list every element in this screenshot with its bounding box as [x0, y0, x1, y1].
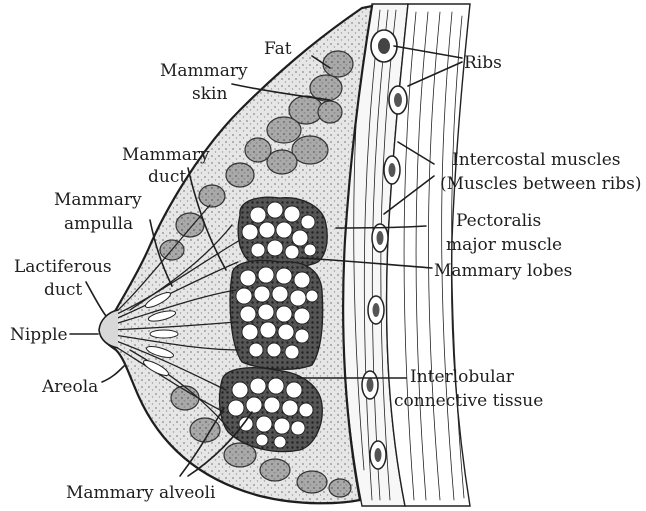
label-mammary-duct-line2: duct — [148, 167, 186, 187]
label-mammary-ampulla-line2: ampulla — [64, 214, 133, 234]
label-mammary-skin-line2: skin — [192, 84, 227, 104]
label-pectoralis-line2: major muscle — [446, 235, 562, 255]
label-mammary-duct-line1: Mammary — [122, 145, 210, 165]
nipple-shape — [99, 310, 118, 348]
label-mammary-alveoli: Mammary alveoli — [66, 483, 216, 503]
label-interlobular-line1: Interlobular — [410, 367, 515, 387]
label-mammary-skin-line1: Mammary — [160, 61, 248, 81]
label-intercostal-line1: Intercostal muscles — [452, 150, 621, 170]
label-nipple: Nipple — [10, 325, 68, 345]
label-fat: Fat — [264, 39, 292, 59]
label-ribs: Ribs — [464, 53, 502, 73]
label-interlobular-line2: connective tissue — [394, 391, 543, 411]
label-mammary-lobes: Mammary lobes — [434, 261, 572, 281]
label-pectoralis-line1: Pectoralis — [456, 211, 541, 231]
label-lactiferous-line2: duct — [44, 280, 82, 300]
label-lactiferous-line1: Lactiferous — [14, 257, 112, 277]
label-intercostal-line2: (Muscles between ribs) — [440, 174, 641, 194]
label-mammary-ampulla-line1: Mammary — [54, 190, 142, 210]
label-areola: Areola — [41, 377, 98, 397]
